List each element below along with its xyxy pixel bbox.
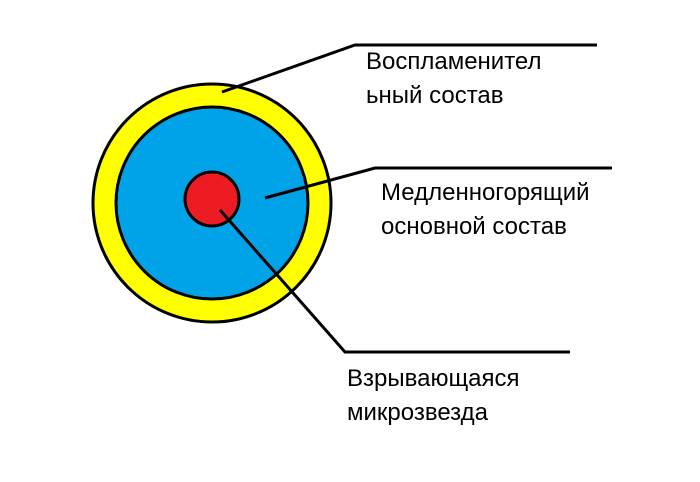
star-label-line1: Взрывающаяся bbox=[347, 365, 520, 392]
igniter-label-line2: ьный состав bbox=[366, 82, 504, 109]
core-label-line1: Медленногорящий bbox=[381, 179, 590, 206]
core-label-line2: основной состав bbox=[381, 213, 567, 240]
igniter-leader bbox=[221, 43, 597, 94]
micro-star bbox=[183, 170, 241, 228]
igniter-label-line1: Воспламенител bbox=[366, 48, 542, 75]
star-leader bbox=[218, 209, 570, 354]
core-leader bbox=[264, 166, 612, 200]
igniter-label: Воспламенител ьный состав bbox=[366, 45, 542, 113]
star-label-line2: микрозвезда bbox=[347, 399, 488, 426]
star-label: Взрывающаяся микрозвезда bbox=[347, 362, 520, 430]
core-label: Медленногорящий основной состав bbox=[381, 176, 590, 244]
